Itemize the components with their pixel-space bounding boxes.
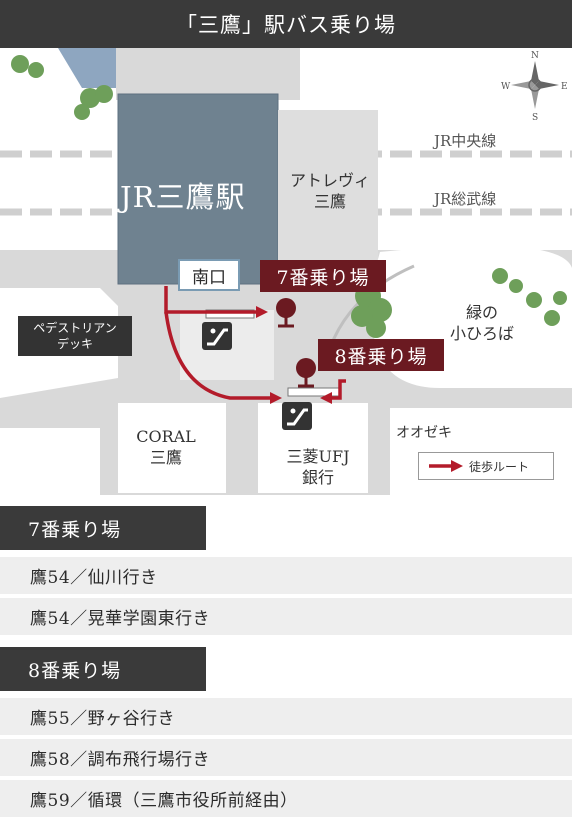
- section-heading-stop-8: 8番乗り場: [0, 647, 206, 691]
- route-row: 鷹54／仙川行き: [0, 557, 572, 594]
- compass-n: N: [531, 51, 539, 61]
- ozeki-label: オオゼキ: [396, 425, 452, 441]
- section-heading-stop-7: 7番乗り場: [0, 506, 206, 550]
- south-exit-label: 南口: [178, 259, 240, 291]
- trees: [11, 55, 567, 338]
- compass-e: E: [561, 82, 568, 92]
- block-top-right: [300, 48, 572, 100]
- map-drawing: N S W E: [0, 48, 572, 495]
- platform-8: [287, 387, 341, 397]
- platform-7: [205, 309, 255, 319]
- legend: 徒歩ルート: [418, 452, 554, 480]
- legend-arrow-icon: [429, 460, 463, 472]
- park-label: 緑の 小ひろば: [449, 303, 514, 343]
- rail-line-chuo-label: JR中央線: [434, 132, 497, 150]
- station-label: JR三鷹駅: [120, 180, 246, 214]
- route-arrows: [256, 306, 332, 404]
- stop-8-pin: [296, 358, 316, 388]
- page-title: 「三鷹」駅バス乗り場: [0, 0, 572, 48]
- atre-building: [278, 110, 378, 260]
- route-row: 鷹59／循環（三鷹市役所前経由）: [0, 780, 572, 817]
- legend-label: 徒歩ルート: [469, 459, 530, 474]
- compass-w: W: [501, 82, 511, 92]
- atre-label: アトレヴィ 三鷹: [290, 171, 371, 211]
- escalator-icon-2: [282, 402, 312, 430]
- walking-route: [164, 286, 346, 400]
- ozeki-building: [390, 408, 572, 495]
- rail-line-sobu-label: JR総武線: [434, 190, 497, 208]
- coral-building: [118, 403, 226, 493]
- stop-7-label: 7番乗り場: [260, 260, 386, 292]
- station-map: N S W E JR三鷹駅 アトレヴィ 三鷹 JR中央線 JR総武線 南口 ペデ…: [0, 48, 572, 495]
- river: [58, 48, 116, 88]
- station-building: [118, 94, 278, 284]
- compass-icon: [511, 61, 559, 109]
- bank-building: [258, 403, 368, 493]
- stop-8-label: 8番乗り場: [318, 339, 444, 371]
- route-row: 鷹55／野ヶ谷行き: [0, 698, 572, 735]
- escalator-icon-1: [202, 322, 232, 350]
- route-row: 鷹58／調布飛行場行き: [0, 739, 572, 776]
- route-row: 鷹54／晃華学園東行き: [0, 598, 572, 635]
- coral-label: CORAL 三鷹: [136, 427, 196, 467]
- compass-s: S: [532, 113, 538, 123]
- bank-label: 三菱UFJ 銀行: [286, 447, 350, 487]
- stop-7-pin: [276, 298, 296, 328]
- block-bottom-left: [0, 428, 100, 495]
- pedestrian-deck-label: ペデストリアン デッキ: [18, 316, 132, 356]
